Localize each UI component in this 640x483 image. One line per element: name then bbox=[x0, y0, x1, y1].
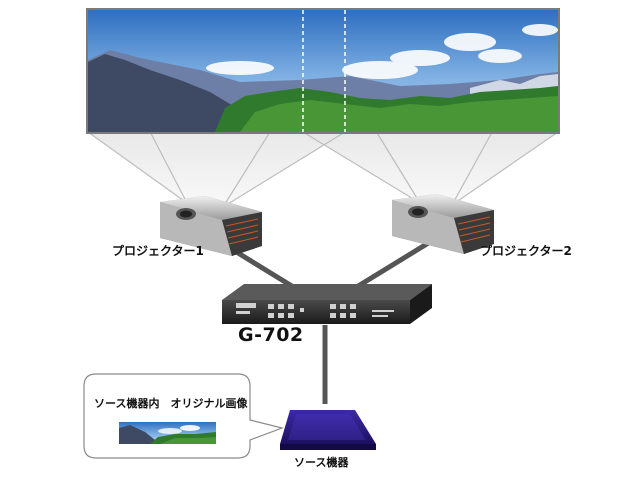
projection-screen bbox=[86, 8, 560, 134]
projector-1-label: プロジェクター1 bbox=[112, 244, 204, 258]
beam-projector-1 bbox=[88, 132, 345, 207]
device-label: G-702 bbox=[238, 324, 304, 346]
video-processor-icon bbox=[222, 284, 432, 324]
beam-projector-2 bbox=[303, 132, 558, 205]
projector-icon bbox=[392, 194, 494, 254]
source-image-caption: ソース機器内 オリジナル画像 bbox=[94, 397, 248, 410]
source-image-callout bbox=[83, 373, 285, 459]
cables bbox=[228, 239, 432, 404]
projector-icon bbox=[160, 196, 262, 256]
original-image-thumbnail bbox=[119, 422, 216, 444]
projector-2-label: プロジェクター2 bbox=[480, 244, 572, 258]
source-device-icon bbox=[280, 410, 376, 450]
source-device-label: ソース機器 bbox=[294, 456, 349, 469]
